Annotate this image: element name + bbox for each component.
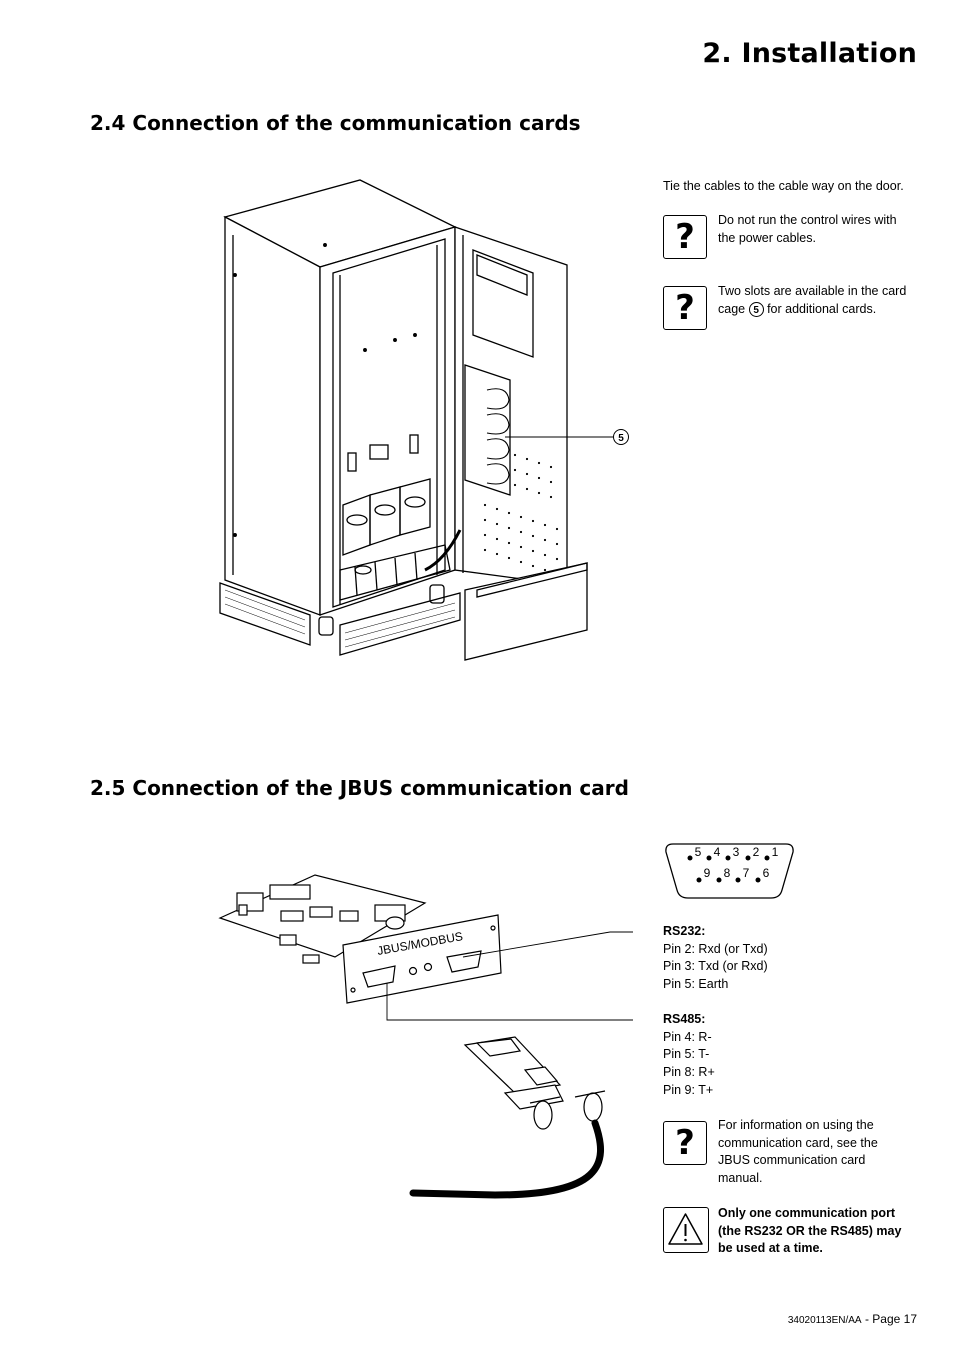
note-control-wires: Do not run the control wires with the po… bbox=[718, 213, 897, 245]
pin-number: 3 bbox=[733, 845, 740, 859]
page-number: Page 17 bbox=[872, 1312, 917, 1326]
intro-text: Tie the cables to the cable way on the d… bbox=[663, 179, 904, 193]
document-code: 34020113EN/AA bbox=[787, 1315, 862, 1326]
list-item: Pin 3: Txd (or Rxd) bbox=[663, 959, 768, 974]
section-title-2-5: 2.5 Connection of the JBUS communication… bbox=[90, 776, 629, 800]
ups-cabinet-illustration: 5 bbox=[219, 179, 629, 661]
pin-number: 8 bbox=[724, 866, 731, 880]
page-footer: 34020113EN/AA - Page 17 bbox=[787, 1312, 917, 1326]
ref-circle-5: 5 bbox=[748, 301, 764, 317]
rs485-pin-list: RS485: Pin 4: R- Pin 5: T- Pin 8: R+ Pin… bbox=[663, 1011, 715, 1100]
pin-number: 2 bbox=[753, 845, 760, 859]
pin-number: 6 bbox=[763, 866, 770, 880]
list-item: Pin 8: R+ bbox=[663, 1065, 715, 1080]
section-title-2-4: 2.4 Connection of the communication card… bbox=[90, 111, 581, 135]
question-mark-icon: ? bbox=[663, 215, 707, 259]
pin-number: 5 bbox=[695, 845, 702, 859]
note-manual-reference: For information on using the communicati… bbox=[718, 1118, 878, 1185]
pin-number: 4 bbox=[714, 845, 721, 859]
question-mark-icon: ? bbox=[663, 1121, 707, 1165]
pin-number: 9 bbox=[704, 866, 711, 880]
list-item: Pin 9: T+ bbox=[663, 1082, 714, 1097]
list-item: Pin 5: T- bbox=[663, 1047, 710, 1062]
warning-triangle-icon bbox=[663, 1207, 709, 1253]
callout-5: 5 bbox=[618, 433, 624, 444]
pin-number: 1 bbox=[772, 845, 779, 859]
note-card-slots: Two slots are available in the card cage… bbox=[718, 284, 907, 317]
db9-connector-diagram: 5 4 3 2 1 9 8 7 6 bbox=[665, 843, 794, 899]
rs232-pin-list: RS232: Pin 2: Rxd (or Txd) Pin 3: Txd (o… bbox=[663, 923, 768, 994]
list-item: Pin 2: Rxd (or Txd) bbox=[663, 941, 768, 956]
list-item: Pin 4: R- bbox=[663, 1029, 712, 1044]
question-mark-icon: ? bbox=[663, 286, 707, 330]
jbus-card-illustration: JBUS/MODBUS bbox=[218, 874, 633, 1199]
page-title: 2. Installation bbox=[702, 38, 917, 69]
warning-single-port: Only one communication port (the RS232 O… bbox=[718, 1206, 902, 1255]
pin-number: 7 bbox=[743, 866, 750, 880]
list-item: Pin 5: Earth bbox=[663, 977, 729, 992]
